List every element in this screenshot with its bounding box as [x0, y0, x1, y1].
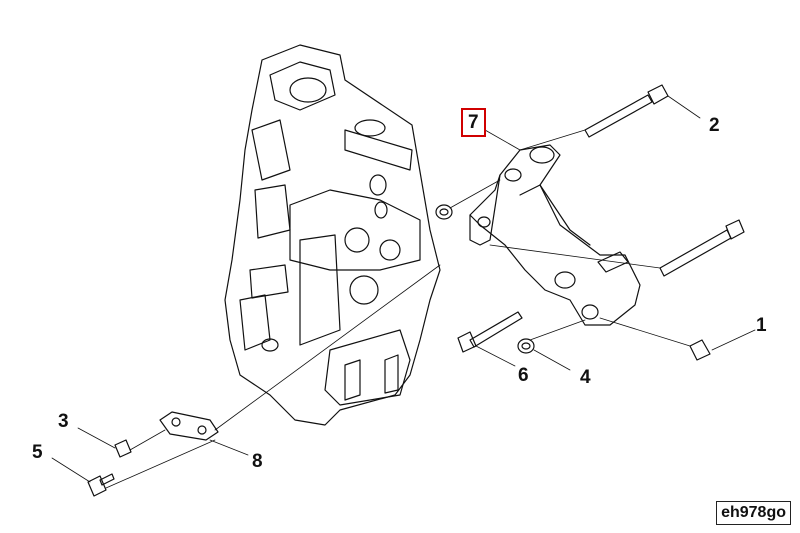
- bolt-part-5: [87, 473, 115, 497]
- nut-part-4: [517, 338, 535, 354]
- nut-upper: [435, 204, 453, 220]
- callout-2: 2: [709, 115, 720, 136]
- bolt-part-3: [114, 439, 132, 458]
- callout-4: 4: [580, 367, 591, 388]
- bolt-part-1: [659, 219, 745, 277]
- callout-8: 8: [252, 451, 263, 472]
- callout-6: 6: [518, 365, 529, 386]
- bracket-part: [469, 144, 641, 326]
- callout-7-highlighted: 7: [461, 108, 486, 137]
- figure-id-label: eh978go: [716, 501, 791, 525]
- callout-3: 3: [58, 411, 69, 432]
- bolt-head-lower: [689, 339, 711, 361]
- callout-1: 1: [756, 315, 767, 336]
- leader-lines: [51, 95, 756, 489]
- bolt-part-2: [584, 84, 669, 138]
- engine-block-housing: [224, 44, 441, 426]
- link-plate-part-8: [159, 411, 219, 441]
- bolt-part-6: [457, 311, 523, 353]
- callout-5: 5: [32, 442, 43, 463]
